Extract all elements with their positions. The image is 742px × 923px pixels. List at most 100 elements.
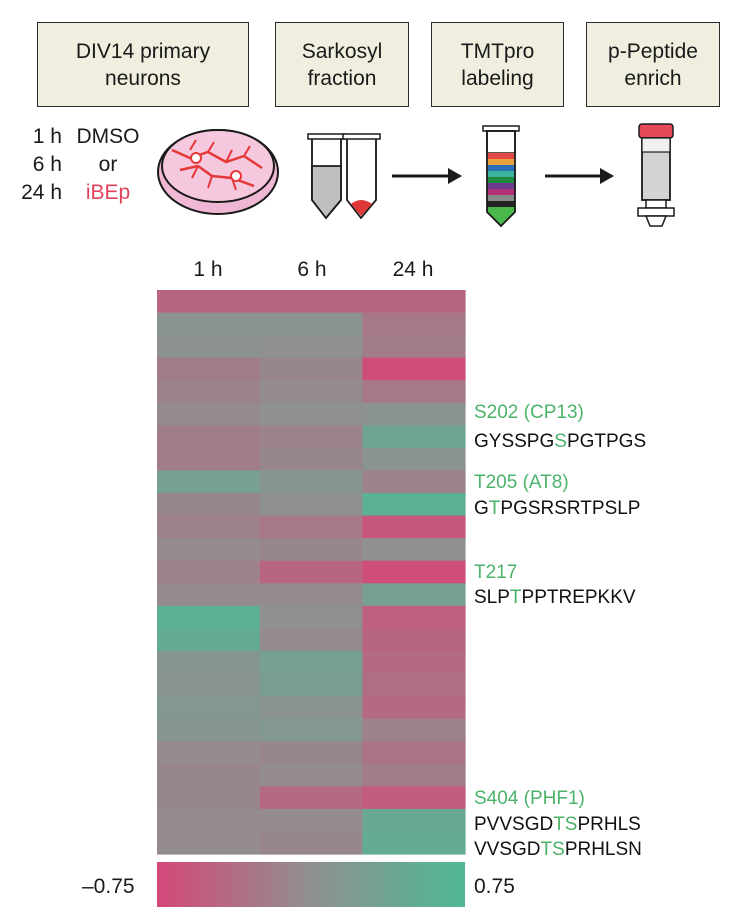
- seq-site: T: [509, 587, 522, 608]
- heatmap-cell: [157, 786, 261, 810]
- arrow-icon: [392, 168, 462, 184]
- seq-part: G: [474, 498, 489, 519]
- heatmap-cell: [259, 741, 363, 765]
- heatmap-cell: [259, 290, 363, 314]
- heatmap-cell: [362, 493, 466, 517]
- heatmap-cell: [259, 673, 363, 697]
- seq-site: T: [488, 498, 501, 519]
- site-label-t205: T205 (AT8): [474, 472, 569, 493]
- arrow-icon: [545, 168, 614, 184]
- heatmap-cell: [157, 515, 261, 539]
- heatmap-cell: [259, 650, 363, 675]
- seq-site: TS: [553, 814, 578, 835]
- heatmap-cell: [157, 357, 261, 381]
- seq-part: PGTPGS: [566, 431, 647, 452]
- heatmap-cell: [259, 696, 363, 720]
- treatment-ibep: iBEp: [85, 181, 131, 204]
- seq-part: PPTREPKKV: [521, 587, 636, 608]
- heatmap-cell: [259, 470, 363, 494]
- seq-part: PRHLSN: [564, 839, 642, 860]
- heatmap-cell: [157, 538, 261, 562]
- heatmap-cell: [362, 741, 466, 765]
- petri-dish-icon: [157, 129, 279, 215]
- heatmap-cell: [157, 763, 261, 787]
- seq-part: PRHLS: [577, 814, 641, 835]
- seq-part: PGSRSRTPSLP: [500, 498, 641, 519]
- heatmap-cell: [259, 538, 363, 562]
- heatmap-cell: [157, 696, 261, 720]
- heatmap-cell: [362, 808, 466, 833]
- heatmap-cell: [259, 605, 363, 629]
- heatmap-cell: [157, 290, 261, 314]
- timepoint-label: 1 h: [32, 125, 62, 148]
- heatmap-cell: [157, 380, 261, 404]
- heatmap-cell: [362, 673, 466, 697]
- heatmap-cell: [157, 470, 261, 494]
- heatmap-cell: [362, 447, 466, 472]
- heatmap-cell: [259, 763, 363, 787]
- seq-part: GYSSPG: [474, 431, 555, 452]
- heatmap-cell: [362, 718, 466, 742]
- heatmap-cell: [259, 515, 363, 539]
- heatmap-cell: [157, 831, 261, 855]
- sequence-t205: GTPGSRSRTPSLP: [474, 498, 640, 520]
- heatmap-cell: [157, 741, 261, 765]
- heatmap-cell: [157, 650, 261, 675]
- step-box-enrich: p-Peptide enrich: [586, 22, 720, 107]
- sequence-t217: SLPTPPTREPKKV: [474, 587, 636, 609]
- heatmap-cell: [259, 583, 363, 607]
- heatmap-column-header: 24 h: [392, 258, 434, 281]
- heatmap-cell: [362, 628, 466, 652]
- heatmap-cell: [259, 447, 363, 472]
- timepoint-label: 24 h: [21, 181, 62, 204]
- heatmap-cell: [362, 831, 466, 855]
- heatmap-cell: [362, 380, 466, 404]
- heatmap-cell: [157, 718, 261, 742]
- heatmap-cell: [362, 402, 466, 426]
- heatmap-cell: [362, 538, 466, 562]
- sequence-s404: PVVSGDTSPRHLS: [474, 814, 641, 836]
- heatmap-cell: [362, 560, 466, 584]
- seq-part: SLP: [474, 587, 510, 608]
- step-label: Sarkosyl fraction: [301, 39, 383, 90]
- heatmap-cell: [362, 425, 466, 449]
- heatmap-cell: [259, 560, 363, 584]
- heatmap-cell: [362, 696, 466, 720]
- heatmap-cell: [362, 786, 466, 810]
- heatmap-cell: [259, 831, 363, 855]
- heatmap-cell: [157, 628, 261, 652]
- seq-site: S: [554, 431, 567, 452]
- heatmap-cell: [259, 335, 363, 359]
- heatmap-cell: [259, 718, 363, 742]
- step-label: TMTpro labeling: [460, 39, 535, 90]
- heatmap-cell: [259, 402, 363, 426]
- heatmap-cell: [362, 763, 466, 787]
- heatmap-cell: [259, 425, 363, 449]
- heatmap-cell: [362, 312, 466, 336]
- heatmap-cell: [362, 470, 466, 494]
- heatmap-cell: [157, 605, 261, 629]
- heatmap-column-header: 1 h: [193, 258, 223, 281]
- legend-max-label: 0.75: [474, 875, 515, 898]
- seq-part: VVSGD: [474, 839, 541, 860]
- seq-part: PVVSGD: [474, 814, 554, 835]
- heatmap-cell: [157, 493, 261, 517]
- heatmap-cell: [259, 380, 363, 404]
- heatmap-cell: [157, 312, 261, 336]
- sequence-s404-alt: VVSGDTSPRHLSN: [474, 839, 642, 861]
- heatmap-cell: [157, 560, 261, 584]
- heatmap-cell: [157, 425, 261, 449]
- heatmap-cell: [362, 357, 466, 381]
- heatmap-cell: [259, 786, 363, 810]
- heatmap-cell: [362, 515, 466, 539]
- heatmap-cell: [259, 493, 363, 517]
- heatmap-cell: [362, 335, 466, 359]
- seq-site: TS: [540, 839, 565, 860]
- step-box-sarkosyl: Sarkosyl fraction: [275, 22, 409, 107]
- step-box-tmtpro: TMTpro labeling: [431, 22, 564, 107]
- treatment-dmso: DMSO: [76, 125, 140, 148]
- site-label-s404: S404 (PHF1): [474, 788, 585, 809]
- heatmap-cell: [157, 808, 261, 833]
